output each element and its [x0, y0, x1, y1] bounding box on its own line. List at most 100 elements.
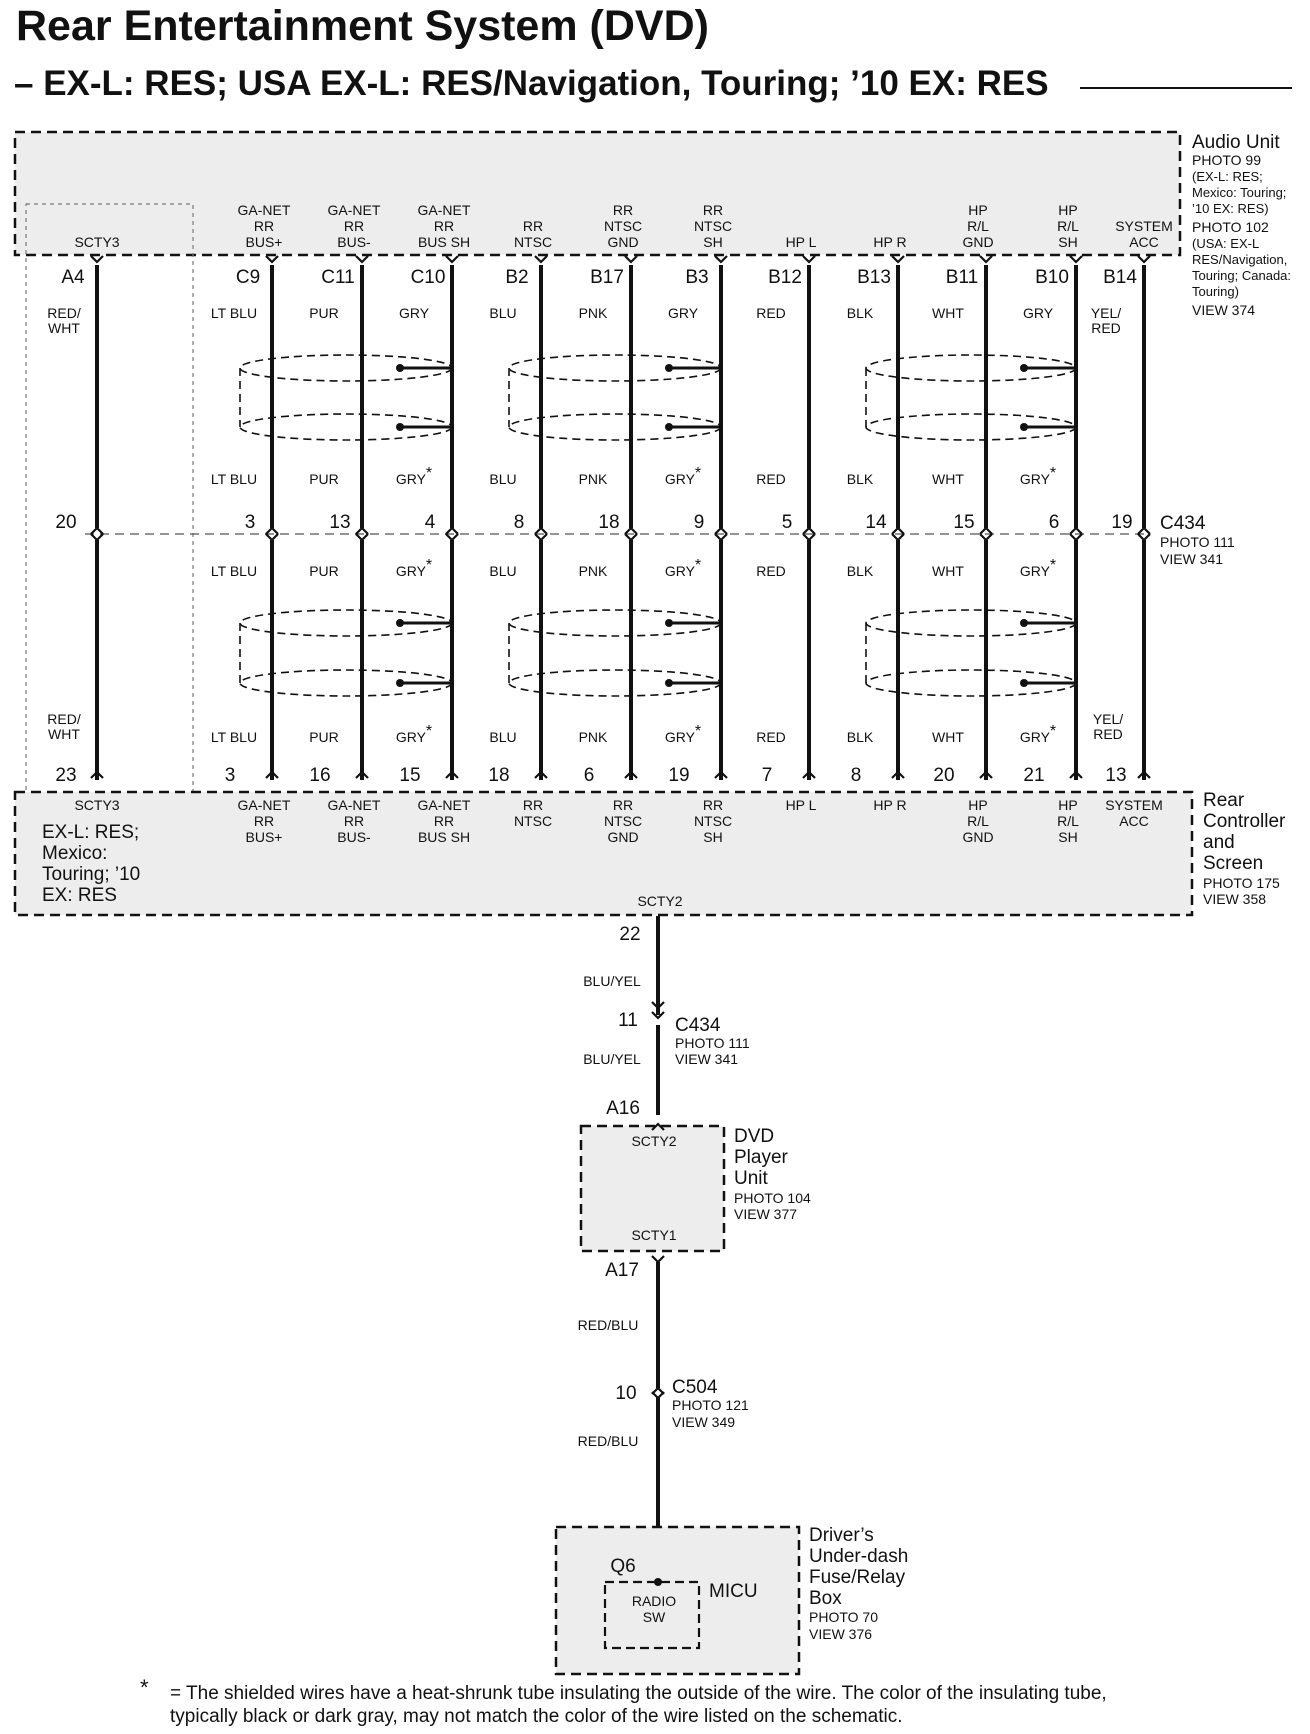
c434-pin-number: 4: [425, 512, 436, 533]
controller-pin-number: 20: [933, 765, 954, 786]
wire-color-label: BLK: [847, 471, 874, 487]
wire-color-label-star: *: [695, 557, 701, 574]
audio-pin-function: RR: [254, 218, 274, 234]
female-terminal: [355, 255, 369, 264]
female-terminal: [90, 770, 104, 779]
audio-pin-function: RR: [434, 218, 454, 234]
rear-controller-note: EX-L: RES;: [42, 822, 139, 843]
wire-color-label: GRY*: [1020, 465, 1056, 487]
controller-pin-function: RR: [344, 813, 364, 829]
female-terminal: [445, 255, 459, 264]
controller-pin-number: 22: [619, 924, 640, 945]
c434-terminal: [714, 533, 728, 542]
audio-pin-function: NTSC: [514, 234, 552, 250]
c434-terminal: [802, 526, 816, 535]
dvd-pin-number: A17: [605, 1260, 639, 1281]
audio-pin-function: RR: [523, 218, 543, 234]
wire-color-label: BLK: [847, 305, 874, 321]
controller-pin-number: 21: [1023, 765, 1044, 786]
fuse-relay-photo-link: PHOTO 70: [809, 1609, 878, 1625]
female-terminal: [714, 770, 728, 779]
c434-pin-number: 9: [694, 512, 705, 533]
female-terminal: [265, 255, 279, 264]
c504-terminal: [651, 1386, 665, 1395]
audio-pin-function: RR: [703, 202, 723, 218]
wire-color-label: GRY: [1023, 305, 1054, 321]
female-terminal: [891, 770, 905, 779]
female-terminal: [534, 255, 548, 264]
audio-unit-photo-link: PHOTO 99: [1192, 152, 1261, 168]
wire-color-label: WHT: [932, 305, 964, 321]
radio-sw-label: SW: [643, 1609, 666, 1625]
dvd-player-label: DVD: [734, 1126, 774, 1147]
wire-color-label: YEL/: [1093, 711, 1123, 727]
c434-terminal: [355, 533, 369, 542]
c434-photo-link: PHOTO 111: [1160, 534, 1235, 550]
wire-color-label: RED: [1093, 726, 1123, 742]
audio-pin-function: GA-NET: [418, 202, 471, 218]
female-terminal: [802, 255, 816, 264]
audio-pin-function: SH: [1058, 234, 1077, 250]
wire-color-label-star: *: [1050, 723, 1056, 740]
c434-terminal: [355, 526, 369, 535]
c434-pin-number: 13: [329, 512, 350, 533]
wire-color-label: GRY: [399, 305, 430, 321]
controller-pin-number: 7: [762, 765, 773, 786]
controller-pin-function: HP: [968, 797, 987, 813]
rear-controller-note: EX: RES: [42, 885, 117, 906]
controller-pin-function: SYSTEM: [1105, 797, 1163, 813]
audio-pin-function: HP R: [873, 234, 906, 250]
audio-unit-note: RES/Navigation,: [1192, 252, 1287, 267]
c434-pin-number: 20: [55, 512, 76, 533]
audio-pin-function: HP: [1058, 202, 1077, 218]
controller-pin-number: 23: [55, 765, 76, 786]
rear-controller-label: Rear: [1203, 790, 1245, 811]
wire-color-label: BLU/YEL: [583, 1051, 641, 1067]
c434-terminal: [891, 526, 905, 535]
audio-pin-number: B3: [685, 267, 708, 288]
radio-sw-terminal: [654, 1578, 662, 1586]
audio-pin-function: RR: [613, 202, 633, 218]
c434-pin-number: 5: [782, 512, 793, 533]
shield-drain-wire: [400, 265, 454, 370]
rear-controller-note: Touring; ’10: [42, 864, 140, 885]
c434-label: C434: [675, 1015, 721, 1036]
micu-box: [603, 1580, 701, 1650]
c434-pin-number: 8: [514, 512, 525, 533]
wire-color-label: RED: [1091, 320, 1121, 336]
wire-color-label: BLK: [847, 729, 874, 745]
controller-pin-function: RR: [703, 797, 723, 813]
wire-color-label: GRY*: [665, 557, 701, 579]
wire-color-label: RED: [756, 305, 786, 321]
wire-color-label: PNK: [579, 729, 608, 745]
controller-pin-function: HP: [1058, 797, 1077, 813]
female-terminal: [624, 770, 638, 779]
audio-pin-function: HP L: [786, 234, 817, 250]
audio-pin-number: B11: [946, 267, 978, 288]
dvd-player-box: [579, 1124, 726, 1253]
fuse-relay-box-label: Under-dash: [809, 1546, 908, 1567]
wire-color-label: YEL/: [1091, 305, 1121, 321]
c434-pin-number: 18: [598, 512, 619, 533]
footnote-star: *: [140, 1675, 149, 1700]
wire-color-label: LT BLU: [211, 471, 257, 487]
audio-unit-photo-link: PHOTO 102: [1192, 219, 1269, 235]
controller-pin-function: RR: [523, 797, 543, 813]
audio-pin-function: BUS-: [337, 234, 371, 250]
wire-color-label: PNK: [579, 471, 608, 487]
controller-pin-function: GA-NET: [238, 797, 291, 813]
female-terminal: [534, 770, 548, 779]
rear-controller-label: and: [1203, 832, 1235, 853]
female-terminal: [90, 255, 104, 264]
controller-pin-number: 18: [488, 765, 509, 786]
controller-pin-number: 6: [584, 765, 595, 786]
controller-pin-function: NTSC: [694, 813, 732, 829]
controller-pin-function: BUS SH: [418, 829, 470, 845]
wire-color-label: GRY*: [396, 557, 432, 579]
c434-pin-number: 11: [618, 1010, 638, 1031]
wire-color-label: RED: [756, 471, 786, 487]
wire-color-label: GRY: [668, 305, 699, 321]
female-terminal: [624, 255, 638, 264]
c434-terminal: [1069, 533, 1083, 542]
micu-label: MICU: [709, 1581, 758, 1602]
